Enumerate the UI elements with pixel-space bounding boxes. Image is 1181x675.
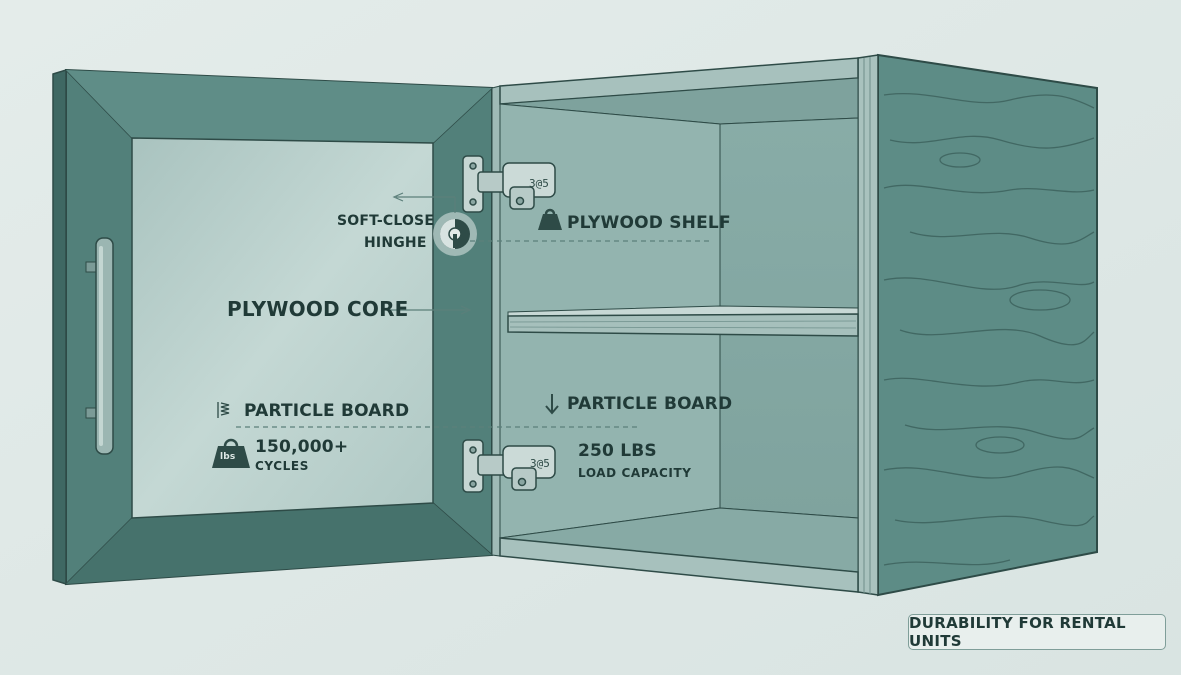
durability-badge: DURABILITY FOR RENTAL UNITS — [908, 614, 1166, 650]
down-arrow-icon — [545, 394, 559, 415]
cabinet-side-panel — [877, 53, 1098, 597]
plywood-core-label: PLYWOOD CORE — [227, 297, 409, 321]
hinge-top: 3@5 — [462, 155, 556, 213]
cycles-unit: CYCLES — [255, 459, 309, 473]
soft-close-label: SOFT-CLOSE — [337, 213, 435, 229]
load-weight-icon — [212, 438, 250, 468]
door-panel — [131, 137, 434, 519]
soft-close-damper-icon — [433, 212, 477, 256]
cycles-value: 150,000+ — [255, 437, 349, 457]
leader-lines — [236, 192, 710, 428]
svg-text:3@5: 3@5 — [529, 177, 549, 190]
durability-badge-text: DURABILITY FOR RENTAL UNITS — [909, 614, 1126, 650]
shelf-weight-icon — [538, 208, 562, 230]
particle-board-right-label: PARTICLE BOARD — [567, 394, 733, 414]
cabinet-door — [52, 68, 501, 586]
hinge-bottom: 3@5 — [462, 439, 556, 493]
weight-badge-text: lbs — [220, 452, 236, 462]
svg-text:3@5: 3@5 — [530, 457, 550, 470]
soft-close-label-line2: HINGHE — [364, 235, 427, 251]
cabinet-box — [491, 53, 1098, 597]
particle-board-left-label: PARTICLE BOARD — [244, 401, 410, 421]
spring-icon — [217, 402, 230, 418]
plywood-shelf — [507, 305, 859, 337]
load-capacity-value: 250 LBS — [578, 441, 657, 461]
door-handle — [85, 237, 114, 455]
load-capacity-unit: LOAD CAPACITY — [578, 466, 692, 480]
plywood-shelf-label: PLYWOOD SHELF — [567, 213, 731, 233]
wood-grain — [883, 92, 1095, 566]
